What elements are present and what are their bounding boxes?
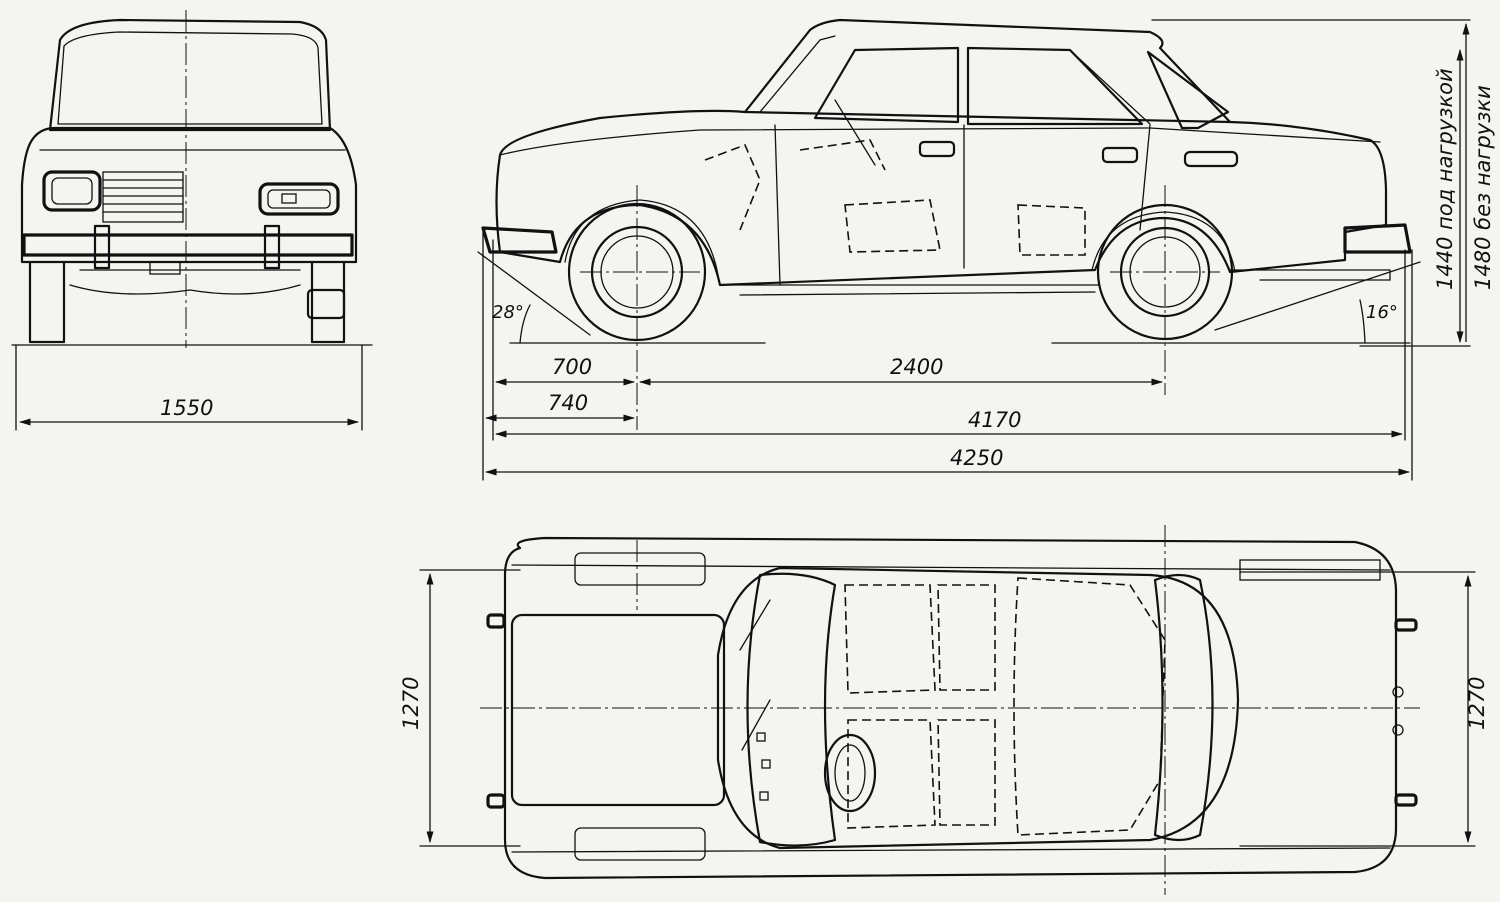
dim-length-4170: 4170 <box>968 408 1021 432</box>
top-view: 1270 1270 <box>399 525 1489 895</box>
dim-height-loaded: 1440 под нагрузкой <box>1433 68 1457 290</box>
dim-front-overhang-700: 700 <box>552 355 592 379</box>
side-view: 28° 16° 700 2400 740 4170 4250 1440 под … <box>477 18 1495 481</box>
dim-top-width-front: 1270 <box>399 677 423 730</box>
front-rear-view: 1550 <box>11 10 373 431</box>
departure-angle-label: 16° <box>1366 302 1398 323</box>
dim-wheelbase-2400: 2400 <box>890 355 943 379</box>
dim-height-unloaded: 1480 без нагрузки <box>1471 85 1495 290</box>
dim-front-overhang-740: 740 <box>548 391 588 415</box>
approach-angle-label: 28° <box>492 302 524 323</box>
dim-top-width-rear: 1270 <box>1465 677 1489 730</box>
dim-width-1550: 1550 <box>160 396 213 420</box>
dim-length-4250: 4250 <box>950 446 1003 470</box>
